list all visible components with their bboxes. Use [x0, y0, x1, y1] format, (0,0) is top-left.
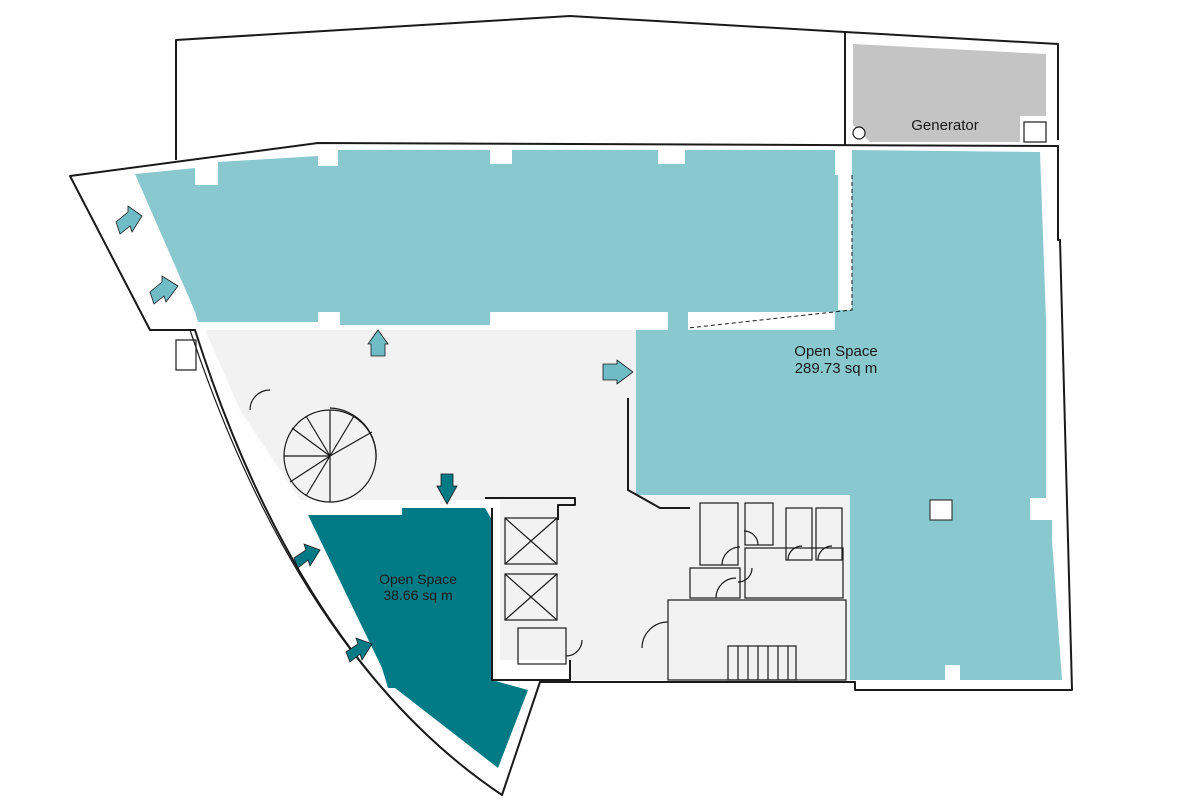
toilet-block: [689, 502, 844, 599]
open-space-upper-wing: [135, 150, 1062, 680]
site-boundary: [175, 15, 1059, 160]
arrow-right-icon: [149, 275, 179, 305]
arrow-up-icon: [367, 329, 389, 357]
generator-area: [853, 44, 1046, 142]
generator-label: Generator: [911, 117, 979, 134]
lift-shaft-2: [504, 573, 558, 621]
open-space-small-area: 38.66 sq m: [383, 587, 452, 603]
dashed-boundary: [687, 175, 853, 329]
terrace-edge: [69, 175, 503, 796]
core-wall-east: [491, 508, 571, 681]
stair-flight: [727, 645, 797, 681]
generator-hatch: [1023, 121, 1047, 143]
arrow-down-icon: [436, 473, 458, 505]
lift-shaft-1: [504, 517, 558, 565]
open-space-large-area: 289.73 sq m: [795, 360, 878, 377]
door-swing: [641, 621, 669, 649]
west-wall-niche: [175, 339, 197, 371]
open-space-small-name: Open Space: [379, 571, 457, 587]
core-wall: [485, 497, 576, 520]
arrow-right-icon: [602, 359, 634, 385]
arrow-right-icon: [115, 205, 143, 235]
door-swing: [565, 639, 583, 657]
column: [929, 499, 953, 521]
core-store: [517, 627, 567, 665]
spiral-staircase: [283, 407, 377, 503]
open-space-small: [308, 508, 528, 768]
generator-vent-icon: [852, 126, 866, 140]
open-space-large-name: Open Space: [794, 343, 877, 360]
door-swing: [249, 389, 271, 411]
lobby-wall: [627, 398, 690, 509]
arrow-right-icon: [345, 637, 373, 663]
arrow-right-icon: [293, 543, 321, 569]
circulation-area: [205, 330, 850, 680]
